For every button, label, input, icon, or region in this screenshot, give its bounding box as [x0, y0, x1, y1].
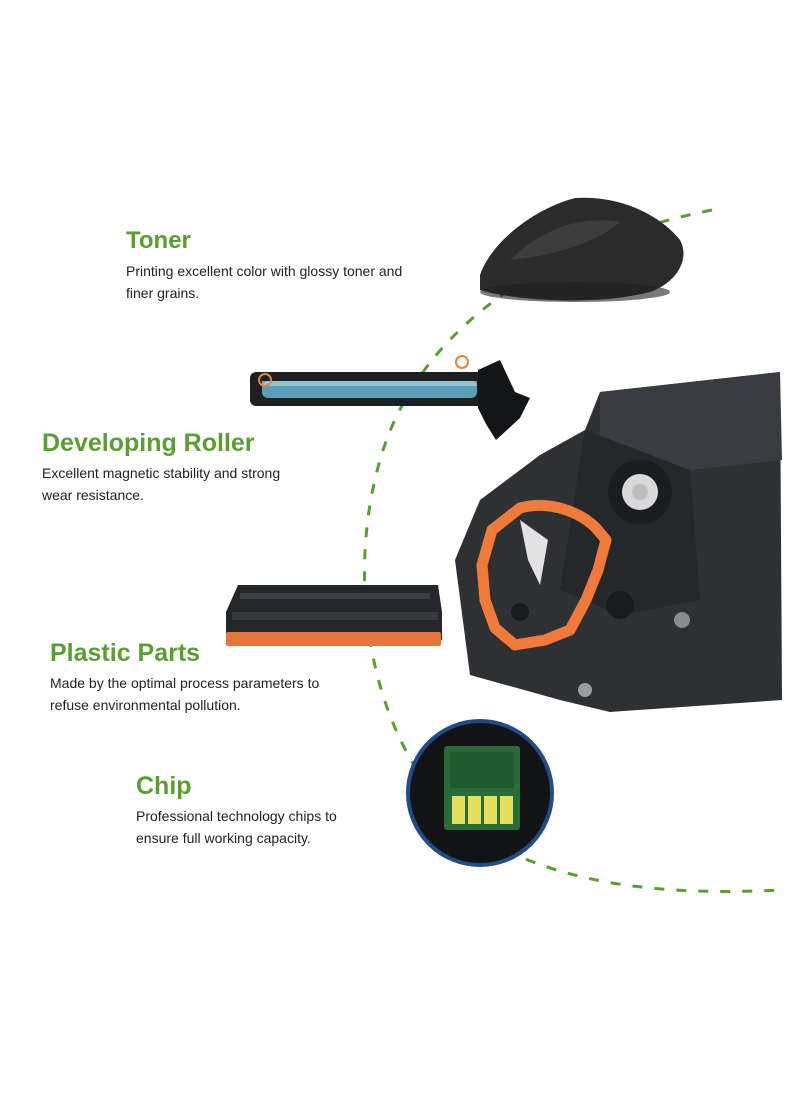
feature-description: Professional technology chips to ensure …: [136, 805, 386, 849]
description-line: wear resistance.: [42, 487, 144, 503]
feature-description: Printing excellent color with glossy ton…: [126, 260, 456, 304]
feature-description: Excellent magnetic stability and strong …: [42, 462, 332, 506]
feature-developing-roller: Developing Roller Excellent magnetic sta…: [42, 428, 332, 506]
description-line: Made by the optimal process parameters t…: [50, 675, 320, 691]
feature-title: Developing Roller: [42, 429, 255, 457]
description-line: ensure full working capacity.: [136, 830, 311, 846]
cartridge-icon: [226, 585, 442, 646]
feature-plastic-parts: Plastic Parts Made by the optimal proces…: [50, 638, 380, 716]
toner-powder-icon: [480, 197, 684, 302]
feature-chip: Chip Professional technology chips to en…: [136, 771, 386, 849]
description-line: Printing excellent color with glossy ton…: [126, 263, 403, 279]
description-line: Excellent magnetic stability and strong: [42, 465, 281, 481]
description-line: refuse environmental pollution.: [50, 697, 241, 713]
feature-toner: Toner Printing excellent color with glos…: [126, 226, 456, 304]
description-line: finer grains.: [126, 285, 200, 301]
feature-title: Plastic Parts: [50, 639, 201, 667]
feature-description: Made by the optimal process parameters t…: [50, 672, 380, 716]
feature-title: Chip: [136, 772, 192, 800]
developing-roller-icon: [250, 355, 530, 440]
toner-cartridge-main-icon: [455, 372, 782, 712]
chip-icon: [406, 719, 554, 867]
feature-title: Toner: [126, 227, 191, 254]
description-line: Professional technology chips to: [136, 808, 337, 824]
